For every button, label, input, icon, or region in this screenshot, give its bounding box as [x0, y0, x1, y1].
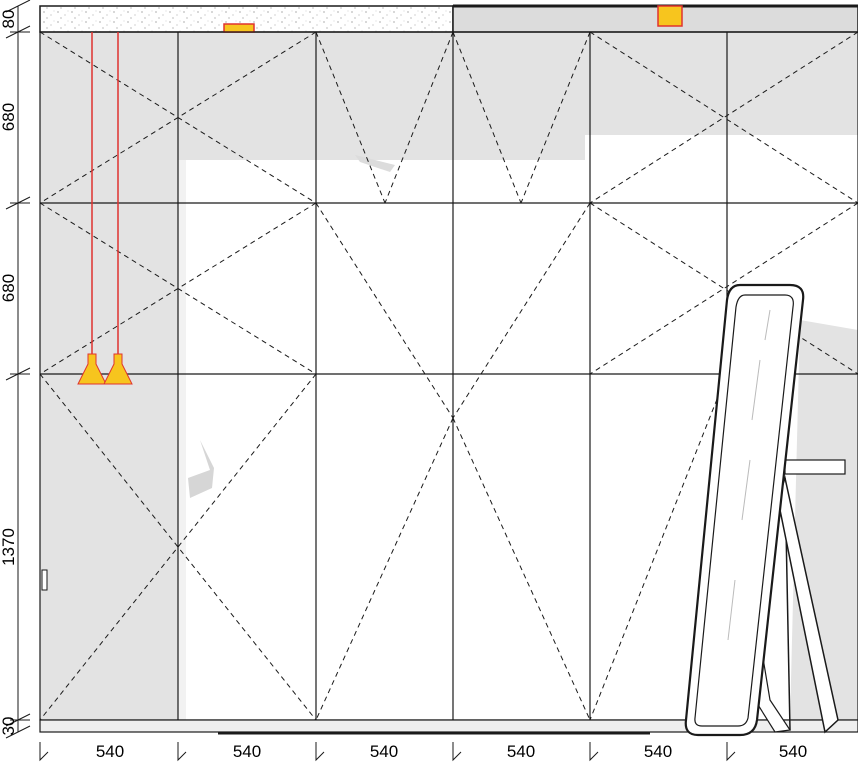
dim-bottom-3: 540	[370, 742, 398, 761]
dim-left-bottom: 30	[0, 717, 18, 736]
recessed-light-right	[657, 5, 683, 27]
left-dimension-chain	[5, 0, 31, 739]
recessed-light-left	[223, 23, 255, 33]
dim-bottom-5: 540	[644, 742, 672, 761]
dim-left-lower: 1370	[0, 528, 18, 566]
pendant-lamp-right	[103, 353, 133, 385]
dim-bottom-6: 540	[779, 742, 807, 761]
dim-left-top: 80	[0, 10, 18, 29]
dim-left-upper: 680	[0, 103, 18, 131]
wall-switch	[41, 569, 48, 591]
dim-bottom-1: 540	[96, 742, 124, 761]
dim-bottom-2: 540	[233, 742, 261, 761]
left-dimension-labels: 80 680 680 1370 30	[0, 10, 18, 736]
dim-bottom-4: 540	[507, 742, 535, 761]
ceiling-band	[39, 4, 858, 33]
floor	[39, 719, 858, 735]
bottom-dimension-ticks	[39, 742, 736, 762]
pendant-lamps	[77, 32, 133, 385]
dashed-diagonals	[39, 31, 858, 721]
dim-left-middle: 680	[0, 274, 18, 302]
bottom-dimension-labels: 540 540 540 540 540 540	[96, 742, 807, 761]
standing-mirror	[684, 283, 846, 737]
